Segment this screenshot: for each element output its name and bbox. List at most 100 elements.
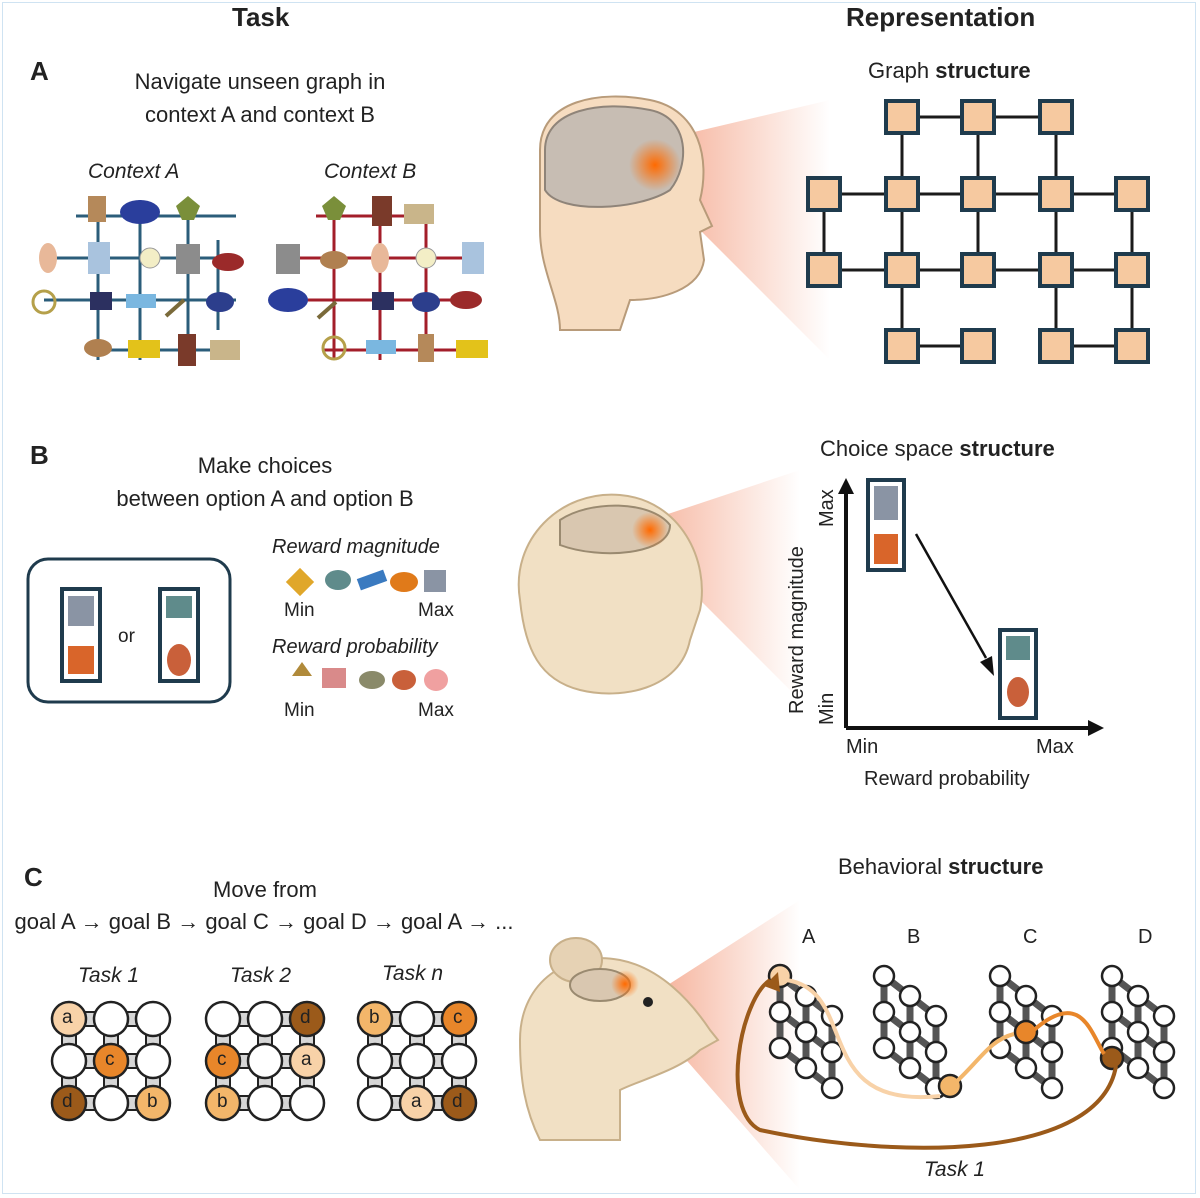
task1-letter-a: a: [62, 1007, 73, 1028]
x-min-label: Min: [846, 736, 879, 758]
bulb-icon: [415, 247, 437, 269]
panel-c-letter: C: [24, 862, 43, 892]
food-icon: [1007, 677, 1029, 707]
chicken-icon: [424, 669, 448, 691]
ring-icon: [321, 335, 347, 361]
stacked-coins-icon: [68, 596, 94, 626]
task1-letter-b: b: [147, 1091, 158, 1112]
goal-a-label: A: [802, 926, 816, 948]
magnitude-min: Min: [284, 600, 315, 621]
food-icon: [167, 644, 191, 676]
transition-arrow: [914, 533, 988, 659]
taskn-letter-b: b: [369, 1007, 380, 1028]
graph-node: [884, 328, 920, 364]
task2-letter-b: b: [217, 1091, 228, 1112]
graph-node: [1038, 252, 1074, 288]
panel-b-task-line1: Make choices: [197, 453, 333, 478]
broom-icon: [316, 300, 338, 320]
task1-letter-c: c: [105, 1049, 115, 1070]
goal-c-label: C: [1023, 926, 1038, 948]
probability-max: Max: [418, 700, 454, 721]
goal-b-label: B: [907, 926, 921, 948]
panel-b-letter: B: [30, 440, 49, 470]
umbrella-icon: [268, 288, 308, 312]
graph-node: [1038, 99, 1074, 135]
context-a-label: Context A: [88, 160, 180, 183]
option-b-card: [158, 587, 200, 683]
bin-icon: [176, 244, 200, 274]
panel-c-task-line2: goal A → goal B → goal C → goal D → goal…: [14, 909, 514, 934]
graph-structure-title: Graph structure: [868, 58, 1031, 83]
pram-icon: [90, 292, 112, 310]
path-d-to-a: [735, 978, 1118, 1150]
bus-icon: [128, 340, 160, 358]
task1-letter-d: d: [62, 1091, 73, 1112]
task1-grid: [50, 1000, 172, 1122]
book-icon: [372, 196, 392, 226]
path-a-to-b: [785, 978, 941, 1100]
projection-beam: [650, 470, 800, 700]
ear-icon: [371, 243, 389, 273]
ring-icon: [31, 289, 57, 315]
coins-icon: [424, 570, 446, 592]
bus-icon: [456, 340, 488, 358]
panel-c-task-line1: Move from: [213, 877, 317, 902]
loop-label: Task 1: [924, 1158, 986, 1181]
x-axis-arrow: [1088, 720, 1104, 736]
context-b-objects: [268, 196, 488, 362]
dog-icon: [84, 339, 112, 357]
x-max-label: Max: [1036, 736, 1074, 758]
shirt-icon: [88, 242, 110, 274]
context-b-label: Context B: [324, 160, 417, 183]
bracelet-icon: [166, 596, 192, 618]
bag-icon: [206, 292, 234, 312]
activation-glow: [632, 512, 668, 548]
panel-a-task-line2: context A and context B: [145, 102, 375, 127]
graph-node: [960, 252, 996, 288]
lattice-b: [874, 966, 946, 1098]
graph-node: [1038, 176, 1074, 212]
magnitude-max: Max: [418, 600, 454, 621]
taskn-letter-a: a: [411, 1091, 422, 1112]
graph-node: [1038, 328, 1074, 364]
context-a-objects: [31, 196, 244, 366]
snack-icon: [359, 671, 385, 689]
option-a-card: [60, 587, 102, 683]
plant-icon: [292, 662, 312, 676]
graph-node: [960, 176, 996, 212]
motorbike-icon: [212, 253, 244, 271]
leaf-icon: [176, 196, 200, 220]
path-b-to-c: [954, 1032, 1015, 1084]
graph-node: [1114, 252, 1150, 288]
bracelet-icon: [1006, 636, 1030, 660]
graph-node: [1114, 328, 1150, 364]
or-label: or: [118, 626, 135, 647]
chair-icon: [418, 334, 434, 362]
sign-icon: [285, 567, 315, 597]
goal-d-node: [1099, 1045, 1125, 1071]
bed-icon: [126, 294, 156, 308]
bed-icon: [366, 340, 396, 354]
boat-icon: [390, 572, 418, 592]
arrowhead: [764, 972, 780, 992]
behavioral-structure-title: Behavioral structure: [838, 854, 1044, 879]
probability-min: Min: [284, 700, 315, 721]
graph-node: [1114, 176, 1150, 212]
chair-icon: [88, 196, 106, 222]
pram-icon: [372, 292, 394, 310]
house-icon: [210, 340, 240, 360]
umbrella-icon: [120, 200, 160, 224]
projection-beam: [660, 900, 800, 1190]
basket-icon: [68, 646, 94, 674]
taskn-letter-d: d: [452, 1091, 463, 1112]
representation-column-header: Representation: [846, 2, 1036, 32]
bulb-icon: [139, 247, 161, 269]
